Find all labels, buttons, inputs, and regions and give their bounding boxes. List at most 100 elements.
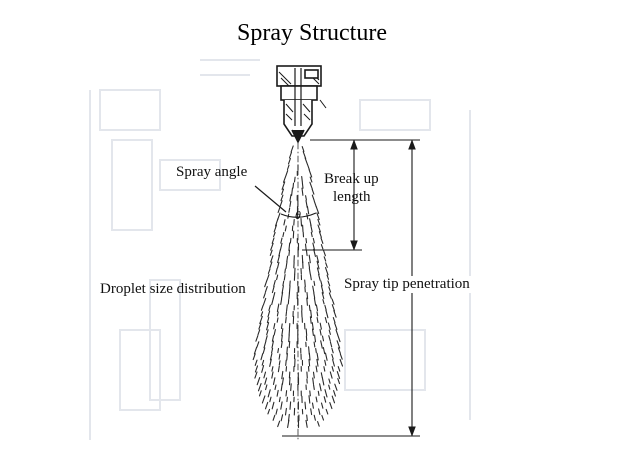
spray-droplet-dash — [290, 201, 291, 206]
spray-droplet-dash — [256, 336, 258, 342]
spray-droplet-dash — [281, 238, 282, 243]
spray-droplet-dash — [272, 348, 273, 352]
spray-droplet-dash — [309, 255, 310, 263]
spray-droplet-dash — [272, 238, 274, 243]
spray-droplet-dash — [315, 335, 316, 342]
spray-droplet-dash — [335, 323, 337, 330]
spray-droplet-dash — [282, 324, 283, 329]
spray-droplet-dash — [277, 304, 278, 311]
spray-droplet-dash — [286, 262, 287, 269]
spray-droplet-dash — [325, 360, 326, 365]
spray-droplet-dash — [321, 238, 323, 244]
spray-droplet-dash — [336, 330, 338, 335]
spray-droplet-dash — [282, 182, 285, 190]
spray-droplet-dash — [267, 318, 268, 323]
spray-droplet-dash — [309, 360, 310, 366]
spray-droplet-dash — [268, 409, 270, 414]
spray-droplet-dash — [289, 159, 291, 164]
spray-droplet-dash — [268, 390, 270, 397]
spray-droplet-dash — [290, 195, 291, 201]
spray-droplet-dash — [326, 263, 328, 268]
spray-droplet-dash — [324, 257, 326, 261]
spray-droplet-dash — [262, 366, 264, 373]
spray-droplet-dash — [329, 293, 331, 298]
break-up-length-label-line2: length — [333, 189, 371, 206]
spray-droplet-dash — [313, 378, 314, 384]
spray-droplet-dash — [307, 298, 308, 305]
spray-droplet-dash — [289, 243, 290, 250]
spray-droplet-dash — [316, 397, 317, 402]
spray-droplet-dash — [264, 372, 266, 378]
spray-droplet-dash — [286, 171, 288, 177]
spray-droplet-dash — [288, 165, 290, 169]
spray-droplet-dash — [276, 268, 277, 274]
spray-droplet-dash — [271, 243, 273, 250]
spray-droplet-dash — [329, 379, 330, 383]
spray-droplet-dash — [255, 366, 257, 372]
spray-droplet-dash — [322, 377, 324, 385]
spray-droplet-dash — [311, 275, 312, 280]
spray-droplet-dash — [272, 299, 274, 305]
spray-droplet-dash — [330, 372, 332, 378]
spray-droplet-dash — [321, 281, 322, 286]
spray-droplet-dash — [270, 250, 272, 255]
spray-droplet-dash — [290, 402, 291, 409]
penetration-arrow-top — [409, 141, 415, 149]
spray-droplet-dash — [322, 403, 323, 408]
spray-droplet-dash — [291, 384, 292, 391]
spray-droplet-dash — [279, 354, 280, 359]
spray-droplet-dash — [276, 409, 277, 414]
spray-droplet-dash — [284, 220, 285, 225]
spray-droplet-dash — [260, 391, 262, 396]
spray-droplet-dash — [338, 379, 340, 384]
spray-droplet-dash — [311, 225, 313, 232]
spray-droplet-dash — [281, 402, 282, 409]
spray-droplet-dash — [278, 255, 280, 262]
spray-droplet-dash — [274, 324, 275, 329]
spray-droplet-dash — [310, 182, 312, 189]
spray-droplet-dash — [306, 250, 307, 256]
spray-droplet-dash — [281, 299, 282, 304]
spray-droplet-dash — [265, 378, 267, 384]
spray-droplet-dash — [287, 397, 288, 401]
nozzle-collar — [281, 86, 317, 100]
spray-droplet-dash — [279, 397, 280, 401]
spray-droplet-dash — [310, 391, 311, 396]
spray-droplet-dash — [272, 336, 273, 342]
spray-droplet-dash — [272, 367, 273, 371]
spray-droplet-dash — [311, 310, 312, 317]
spray-droplet-dash — [280, 201, 282, 207]
spray-droplet-dash — [263, 298, 265, 305]
spray-droplet-dash — [295, 177, 296, 182]
spray-droplet-dash — [271, 256, 273, 262]
spray-droplet-dash — [274, 378, 275, 385]
spray-droplet-dash — [289, 250, 290, 255]
spray-droplet-dash — [319, 409, 320, 415]
spray-droplet-dash — [264, 341, 266, 348]
spray-droplet-dash — [277, 390, 278, 396]
spray-droplet-dash — [259, 384, 262, 391]
spray-droplet-dash — [332, 299, 334, 304]
spray-droplet-dash — [286, 391, 287, 396]
spray-droplet-dash — [260, 316, 263, 323]
spray-droplet-dash — [302, 177, 303, 183]
spray-droplet-dash — [334, 391, 336, 397]
spray-droplet-dash — [283, 281, 284, 285]
spray-droplet-dash — [324, 397, 326, 403]
spray-droplet-dash — [285, 226, 286, 231]
break-up-arrow-bottom — [351, 241, 357, 249]
spray-droplet-dash — [314, 298, 315, 305]
spray-droplet-dash — [277, 318, 278, 322]
spray-droplet-dash — [313, 286, 314, 293]
spray-droplet-dash — [327, 275, 328, 279]
spray-droplet-dash — [281, 341, 282, 347]
spray-droplet-dash — [314, 372, 315, 378]
spray-droplet-dash — [266, 402, 268, 408]
spray-droplet-dash — [253, 354, 255, 360]
spray-droplet-dash — [330, 403, 332, 409]
injector-nozzle — [277, 66, 326, 142]
spray-droplet-dash — [282, 329, 283, 336]
spray-droplet-dash — [289, 335, 290, 342]
